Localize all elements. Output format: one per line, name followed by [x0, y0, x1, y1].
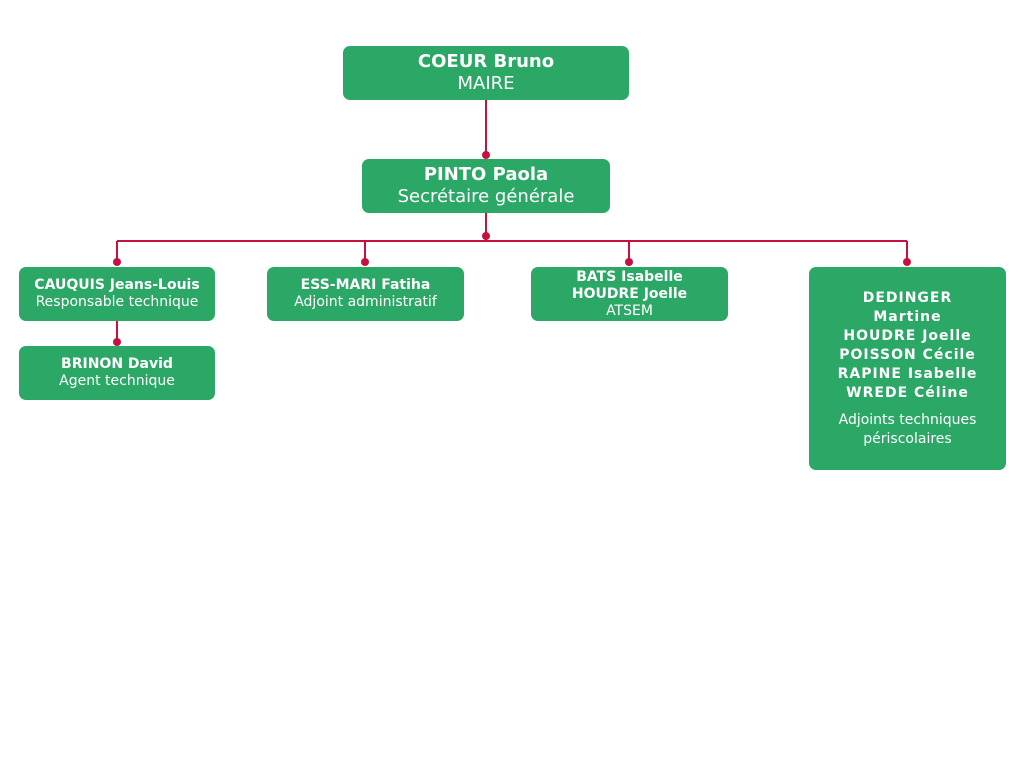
node-name: RAPINE Isabelle — [837, 366, 978, 382]
node-agent-technique: BRINON David Agent technique — [19, 346, 215, 400]
node-role: Adjoints techniques périscolaires — [838, 412, 977, 447]
node-role: Responsable technique — [35, 294, 199, 310]
node-role: ATSEM — [606, 302, 653, 319]
connector-dot — [625, 258, 633, 266]
connector-dot — [361, 258, 369, 266]
connector-dot — [903, 258, 911, 266]
connector-dot — [482, 151, 490, 159]
node-name: ESS-MARI Fatiha — [300, 277, 431, 293]
node-name: PINTO Paola — [423, 164, 549, 185]
node-role: Secrétaire générale — [397, 186, 575, 207]
node-name: BATS Isabelle — [576, 268, 683, 285]
node-secretaire-generale: PINTO Paola Secrétaire générale — [362, 159, 610, 213]
node-name: POISSON Cécile — [839, 347, 976, 363]
node-name: HOUDRE Joelle — [571, 285, 688, 302]
node-role: MAIRE — [457, 73, 515, 94]
connector-dot — [113, 338, 121, 346]
connector-dot — [113, 258, 121, 266]
node-name: Martine — [873, 309, 942, 325]
node-name: HOUDRE Joelle — [843, 328, 972, 344]
node-name: BRINON David — [61, 356, 173, 372]
node-responsable-technique: CAUQUIS Jeans-Louis Responsable techniqu… — [19, 267, 215, 321]
node-name: CAUQUIS Jeans-Louis — [34, 277, 200, 293]
node-atsem: BATS Isabelle HOUDRE Joelle ATSEM — [531, 267, 728, 321]
node-role: Agent technique — [59, 373, 175, 389]
node-maire: COEUR Bruno MAIRE — [343, 46, 629, 100]
node-adjoint-administratif: ESS-MARI Fatiha Adjoint administratif — [267, 267, 464, 321]
node-name: COEUR Bruno — [417, 51, 555, 72]
node-role: Adjoint administratif — [294, 294, 437, 310]
connector-dot — [482, 232, 490, 240]
node-name: WREDE Céline — [846, 385, 969, 401]
node-name: DEDINGER — [862, 290, 953, 306]
node-adjoints-periscolaires: DEDINGER Martine HOUDRE Joelle POISSON C… — [809, 267, 1006, 470]
